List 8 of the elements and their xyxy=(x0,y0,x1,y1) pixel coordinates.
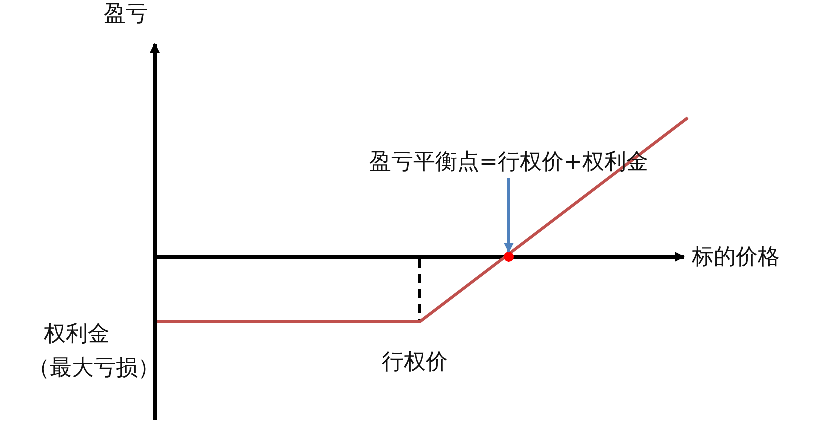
axis-title: 盈亏 xyxy=(104,2,148,28)
breakeven-dot xyxy=(504,252,514,262)
axis-value-label: 权利金 xyxy=(44,322,110,348)
axis-value-label: 行权价 xyxy=(382,350,448,376)
annotation-text: 盈亏平衡点=行权价+权利金 xyxy=(370,150,648,176)
axis-value-note: （最大亏损） xyxy=(28,356,160,382)
axis-title: 标的价格 xyxy=(692,245,780,272)
arrow xyxy=(504,178,514,253)
